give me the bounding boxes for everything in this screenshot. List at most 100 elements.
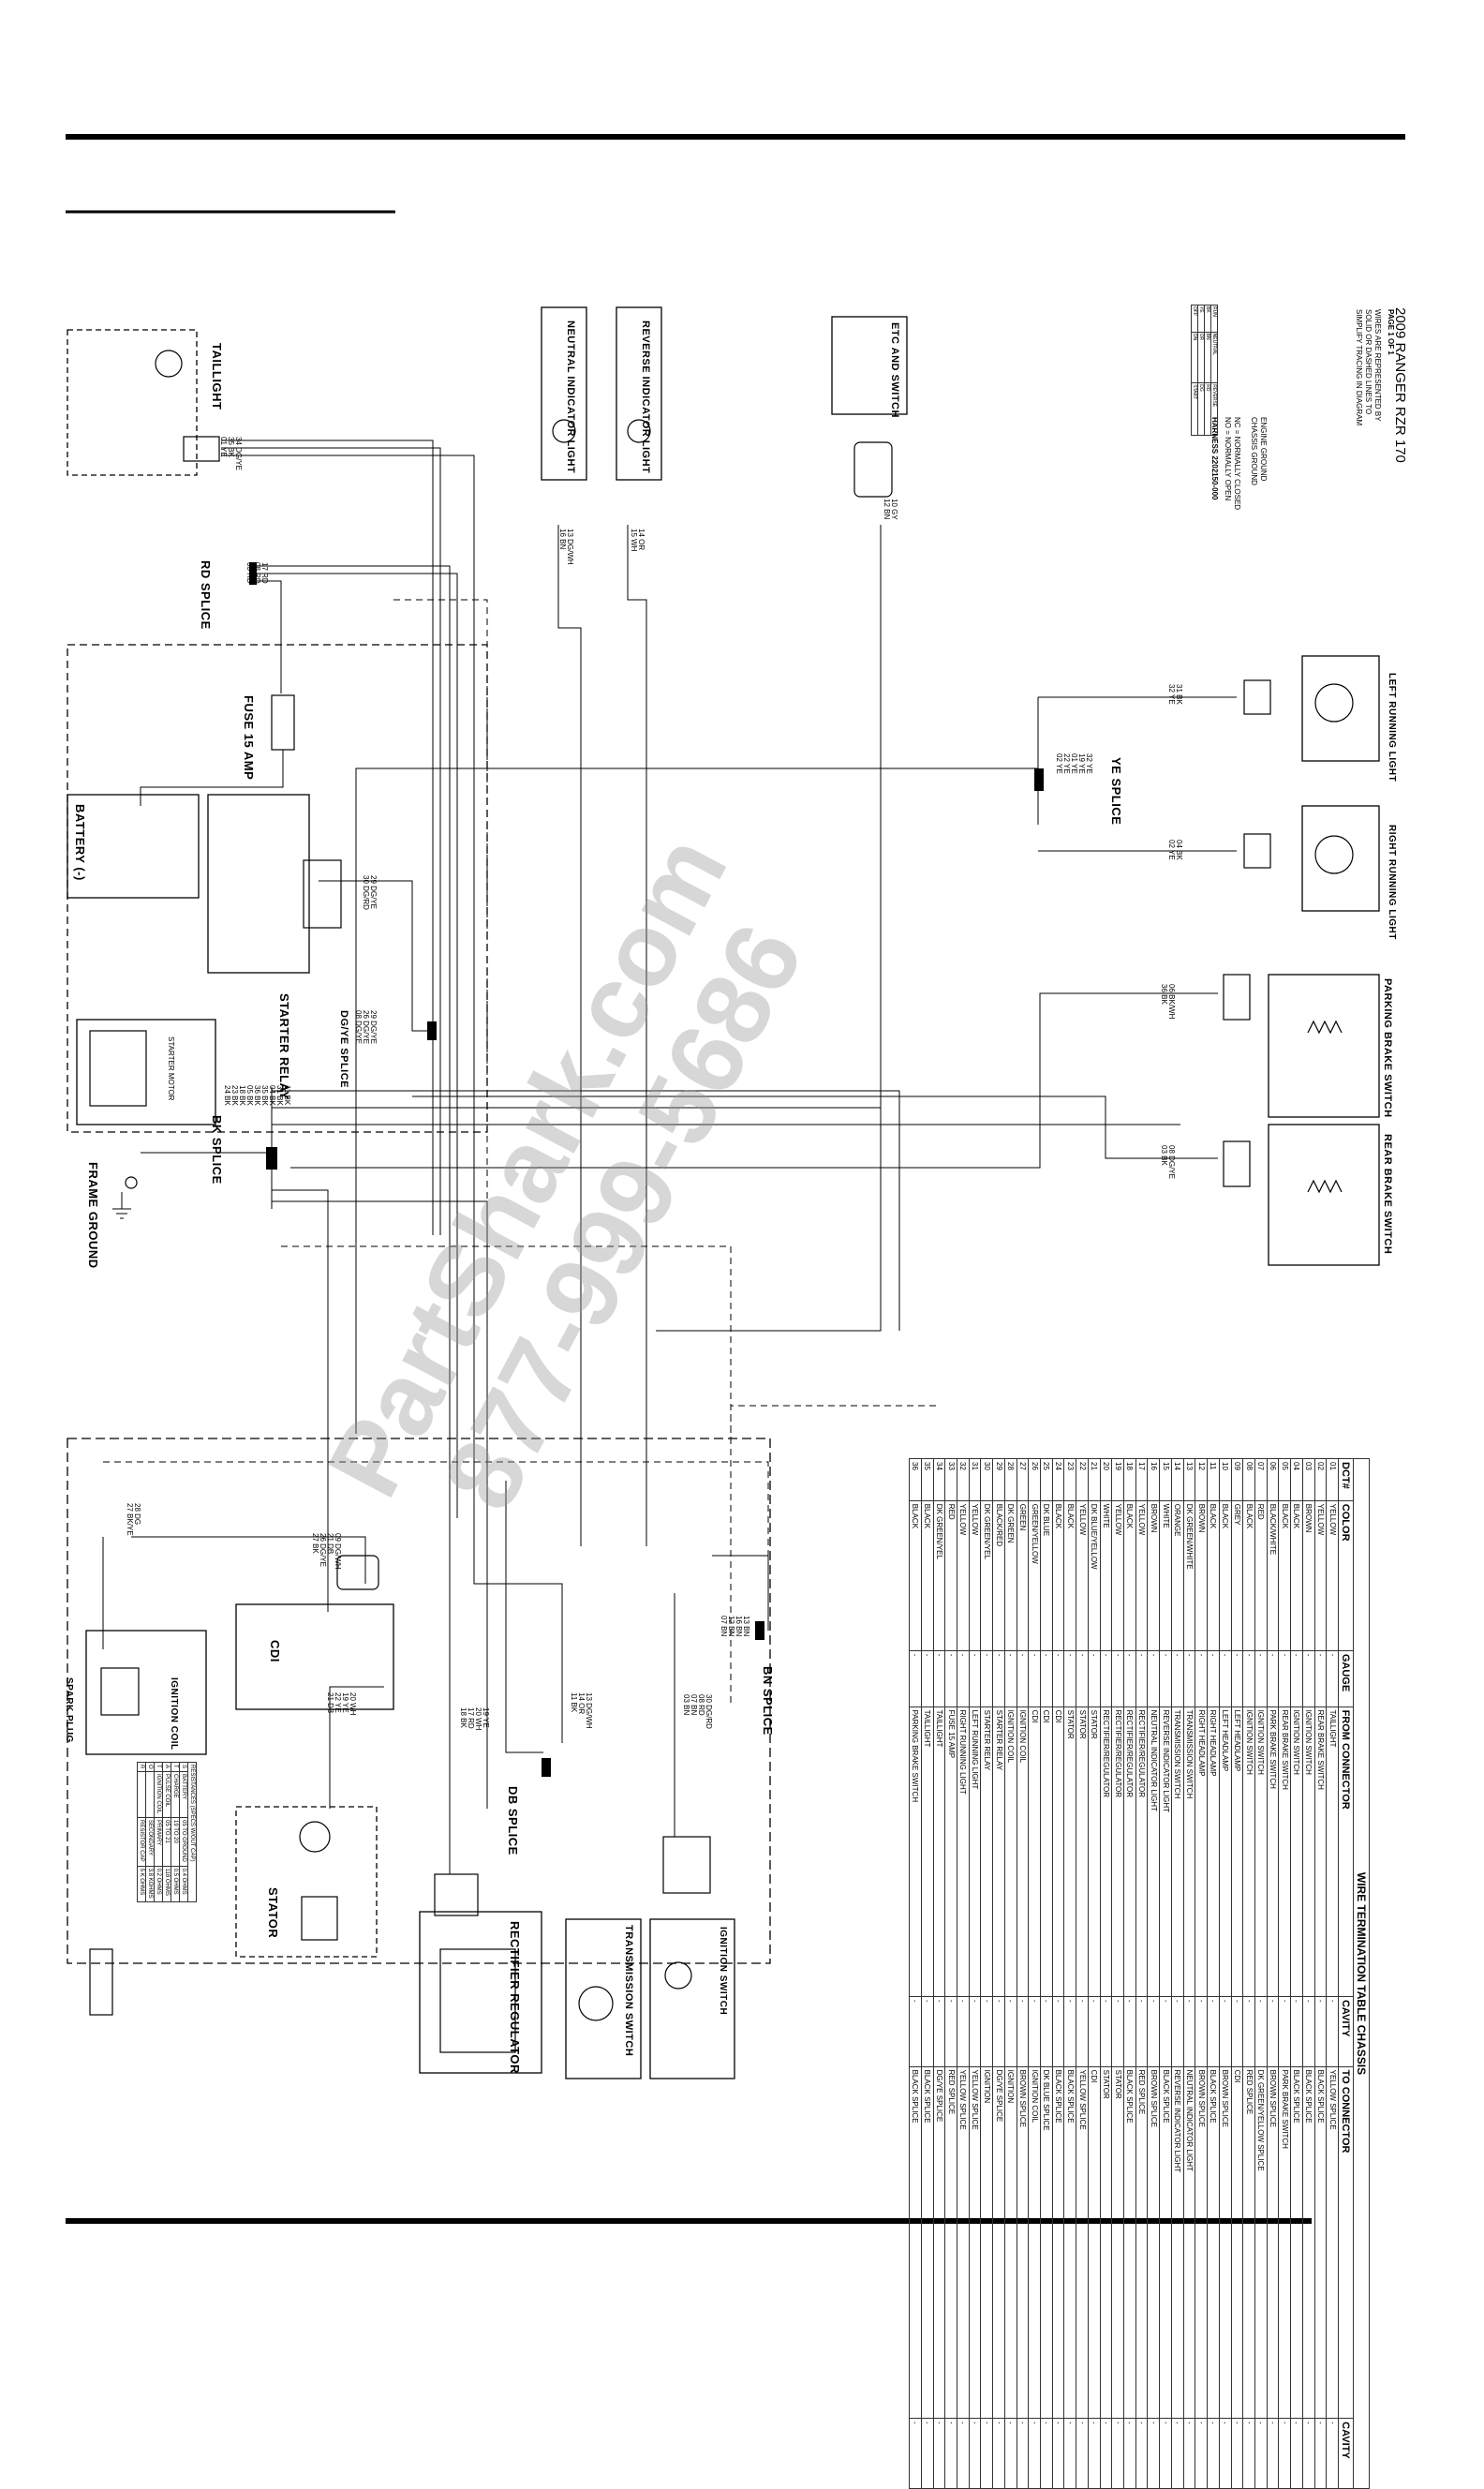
table-cell: - [992,1650,1005,1707]
table-cell: - [933,2418,945,2489]
table-cell: STARTER RELAY [980,1707,993,1997]
legend-cell: OFF [1191,305,1198,333]
wire-code: 02 YE [1167,840,1176,860]
table-cell: CDI [1040,1707,1053,1997]
table-cell: - [1052,1996,1064,2067]
table-cell: 15 [1159,1458,1172,1501]
table-cell: CDI [1088,2066,1101,2419]
table-cell: - [1040,1996,1053,2067]
table-cell: IGNITION SWITCH [1254,1707,1268,1997]
table-cell: BLACK/RED [992,1500,1005,1651]
table-cell: - [1219,1650,1232,1707]
spark-wire [131,1536,366,1584]
table-cell: - [1017,1996,1029,2067]
stator-wire [329,1686,384,1809]
table-cell: 25 [1040,1458,1053,1501]
table-cell: - [1076,2418,1089,2489]
table-cell: 12 [1195,1458,1208,1501]
table-cell: 30 [980,1458,993,1501]
rd-splice-wire-1 [253,565,451,1518]
table-cell: - [1088,1996,1101,2067]
resistance-cell: T [154,1762,163,1772]
legend-cell: START [1191,382,1198,436]
rectifier-plug-icon [434,1873,479,1916]
wire-code: 33 RD [245,562,254,584]
cdi-label: CDI [268,1640,282,1662]
rear-connector-icon [1223,1140,1251,1187]
table-cell: - [933,1996,945,2067]
table-title: WIRE TERMINATION TABLE CHASSIS [1353,1458,1370,2489]
table-cell: CDI [1052,1707,1064,1997]
rd-splice-wire-2 [253,573,458,1518]
table-cell: DK GREEN/WHITE [1183,1500,1195,1651]
table-cell: 29 [992,1458,1005,1501]
wire-code: 22 YE [334,1692,342,1713]
table-cell: IGNITION SWITCH [1302,1707,1315,1997]
table-cell: YELLOW [957,1500,970,1651]
bk-wire-4 [272,1189,329,1612]
rear-brake-box [1268,1124,1380,1266]
table-cell: - [1183,1650,1195,1707]
table-cell: BROWN SPLICE [1195,2066,1208,2419]
resistance-cell: BATTERY [179,1771,188,1818]
wire-code: 12 BN [727,1616,735,1637]
table-cell: - [1326,2418,1339,2489]
table-cell: - [1195,1996,1208,2067]
left-running-label: LEFT RUNNING LIGHT [1387,673,1397,782]
ignition-connector-icon [662,1836,711,1894]
table-cell: - [1111,2418,1124,2489]
resistance-cell: A [162,1762,171,1772]
table-cell: - [1076,1996,1089,2067]
table-cell: RECTIFIER/REGULATOR [1111,1707,1124,1997]
table-cell: - [980,1650,993,1707]
table-cell: - [1326,1650,1339,1707]
wire-code: 17 RD [467,1707,475,1729]
table-cell: - [1111,1996,1124,2067]
table-cell: IGNITION SWITCH [1290,1707,1303,1997]
relay-connector-icon [303,859,342,929]
table-cell: - [969,2418,981,2489]
wire-code: 07 BN [720,1616,728,1637]
transmission-switch-box [565,1918,642,2079]
resistance-cell: 0.4 OHMS [179,1866,188,1902]
note-line-2: SOLID OR DASHED LINES TO [1364,309,1373,415]
table-cell: RED SPLICE [1242,2066,1255,2419]
wire-code: 11 BK [570,1692,578,1713]
left-bulb-icon [1314,683,1354,723]
table-cell: BROWN [1302,1500,1315,1651]
table-cell: IGNITION [1004,2066,1017,2419]
resistance-cell: CHARGE [171,1771,180,1818]
dashed-run-1 [393,599,488,1434]
reverse-bulb-icon [627,419,651,443]
table-cell: DG/YE SPLICE [933,2066,945,2419]
table-cell: DG/YE SPLICE [992,2066,1005,2419]
resistance-cell: PRIMARY [154,1817,163,1867]
rd-splice-label: RD SPLICE [199,560,213,630]
spark-plug-icon [89,1948,113,2016]
wire-code: 26 DG/YE [362,1010,370,1045]
wire-code: 16 BN [558,529,567,550]
rear-brake-wire [412,1095,1218,1159]
table-cell: - [957,1996,970,2067]
coil-connector-icon [100,1667,140,1716]
legend-cell: RD [1204,382,1211,436]
table-cell: 04 [1290,1458,1303,1501]
table-cell: WHITE [1100,1500,1112,1651]
table-cell: - [1326,1996,1339,2067]
frame-ground-label: FRAME GROUND [86,1162,100,1269]
engine-harness-3 [505,1481,543,1753]
table-cell: 34 [933,1458,945,1501]
